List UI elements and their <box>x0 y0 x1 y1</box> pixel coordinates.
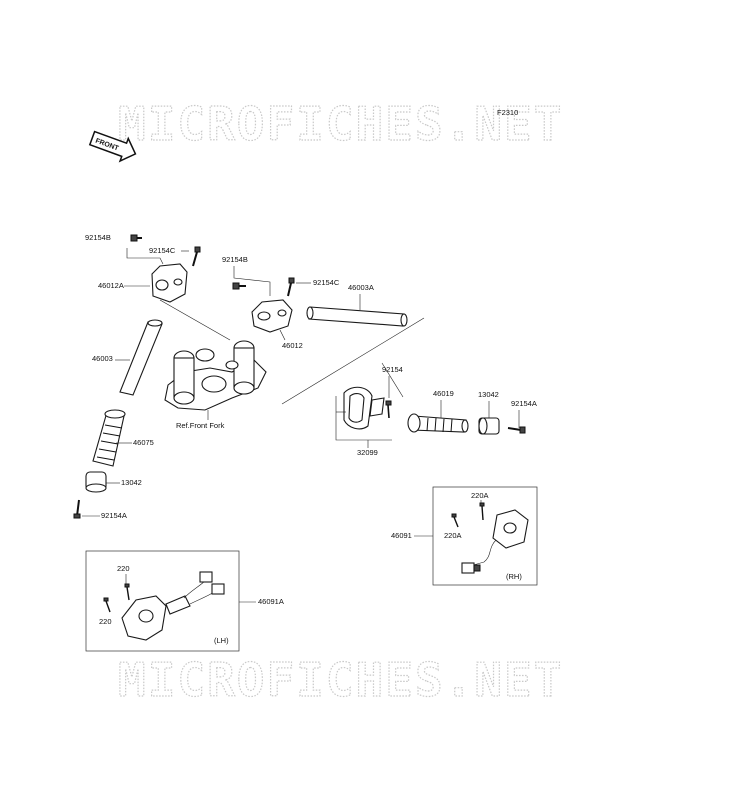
label-220A-top: 220A <box>471 491 489 500</box>
bolt-92154A-left <box>73 499 81 519</box>
bolt-92154C-right <box>287 277 295 297</box>
handlebar-tube-46003 <box>119 319 163 396</box>
figure-code: F2310 <box>497 108 518 117</box>
label-46003: 46003 <box>92 354 113 363</box>
watermark-bottom: MICROFICHES.NET <box>118 653 563 707</box>
label-46003A: 46003A <box>348 283 374 292</box>
label-92154B-a: 92154B <box>85 233 111 242</box>
label-46091: 46091 <box>391 531 412 540</box>
clamp-46012A <box>151 263 188 303</box>
label-220-side: 220 <box>99 617 112 626</box>
handlebar-tube-46003A <box>306 306 408 327</box>
grip-46075 <box>92 409 126 467</box>
screw-92154 <box>385 400 392 419</box>
front-direction-badge: FRONT <box>88 130 137 163</box>
label-32099: 32099 <box>357 448 378 457</box>
label-46019: 46019 <box>433 389 454 398</box>
lh-switch-box <box>85 550 240 652</box>
front-fork-top-bridge <box>164 340 267 411</box>
bolt-92154C-left <box>192 246 201 267</box>
rh-switch-assembly-46091 <box>461 509 529 574</box>
label-rh: (RH) <box>506 572 522 581</box>
label-92154A-b: 92154A <box>101 511 127 520</box>
label-220-top: 220 <box>117 564 130 573</box>
screw-220A-top <box>479 502 485 521</box>
screw-220A-side <box>451 513 459 528</box>
throttle-pulley-32099 <box>343 386 385 430</box>
label-ref-front-fork: Ref.Front Fork <box>176 421 225 430</box>
label-13042-a: 13042 <box>478 390 499 399</box>
label-92154C-a: 92154C <box>149 246 176 255</box>
label-13042-b: 13042 <box>121 478 142 487</box>
label-46075: 46075 <box>133 438 154 447</box>
bolt-92154B-right <box>232 282 246 290</box>
bolt-92154B-left <box>130 234 142 242</box>
lh-switch-assembly-46091A <box>121 571 225 641</box>
label-220A-side: 220A <box>444 531 462 540</box>
label-92154: 92154 <box>382 365 403 374</box>
label-46091A: 46091A <box>258 597 284 606</box>
throttle-grip-46019 <box>407 413 469 433</box>
bar-end-weight-13042-left <box>85 471 107 493</box>
label-46012A: 46012A <box>98 281 124 290</box>
label-46012: 46012 <box>282 341 303 350</box>
label-92154B-b: 92154B <box>222 255 248 264</box>
label-92154A-a: 92154A <box>511 399 537 408</box>
bolt-92154A-right <box>507 426 526 434</box>
label-92154C-b: 92154C <box>313 278 340 287</box>
label-lh: (LH) <box>214 636 229 645</box>
clamp-46012 <box>251 299 293 333</box>
screw-220-top <box>124 583 130 601</box>
watermark-top: MICROFICHES.NET <box>118 97 563 151</box>
bar-end-weight-13042-right <box>478 417 500 435</box>
screw-220-side <box>103 597 111 613</box>
